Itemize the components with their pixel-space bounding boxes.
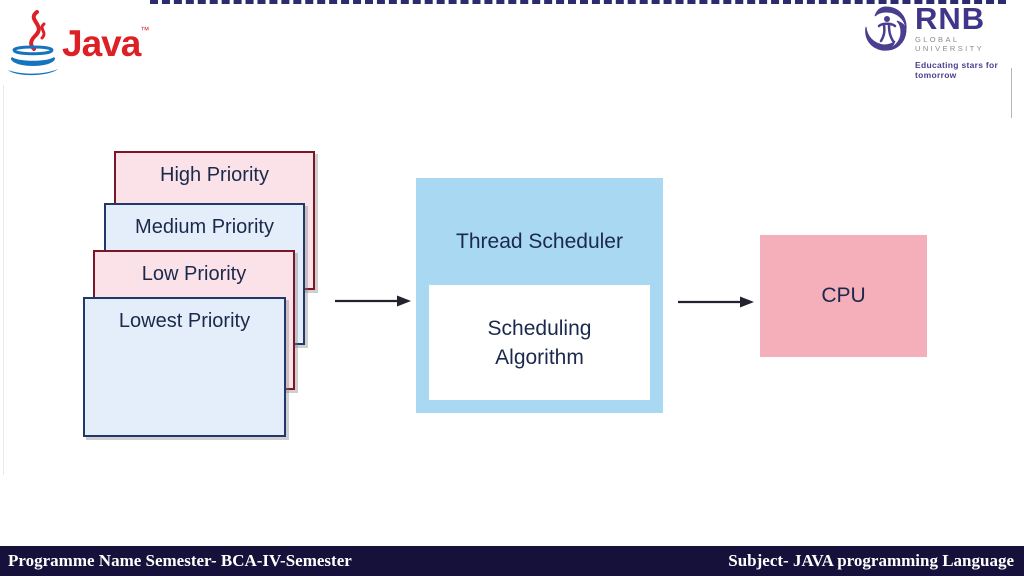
rnb-name: RNB: [915, 1, 986, 36]
thread-scheduler-box: Thread Scheduler Scheduling Algorithm: [416, 178, 663, 413]
scheduling-algorithm-box: Scheduling Algorithm: [429, 285, 650, 400]
thread-scheduler-label: Thread Scheduler: [456, 230, 623, 253]
priority-box-medium-label: Medium Priority: [135, 216, 274, 238]
rnb-tagline: Educating stars for tomorrow: [915, 60, 999, 80]
logo-separator-line: [1011, 68, 1012, 118]
content-edge-line: [3, 85, 4, 475]
rnb-university-logo: RNB GLOBAL UNIVERSITY Educating stars fo…: [862, 1, 1020, 80]
arrow-stack-to-scheduler: [335, 295, 411, 307]
footer-programme-text: Programme Name Semester- BCA-IV-Semester: [8, 551, 352, 570]
footer-bar: Programme Name Semester- BCA-IV-Semester…: [0, 546, 1024, 576]
arrow-scheduler-to-cpu: [678, 296, 754, 308]
cpu-box: CPU: [760, 235, 927, 357]
rnb-emblem-icon: [862, 4, 910, 54]
rnb-text-block: RNB GLOBAL UNIVERSITY Educating stars fo…: [915, 1, 1020, 80]
java-logo: Java™: [4, 10, 149, 76]
priority-box-lowest: Lowest Priority: [83, 297, 286, 437]
java-wordmark: Java™: [62, 23, 149, 64]
trademark-symbol: ™: [140, 25, 149, 35]
rnb-subtitle: GLOBAL UNIVERSITY: [915, 35, 985, 53]
priority-box-high-label: High Priority: [160, 164, 269, 186]
cpu-label: CPU: [821, 284, 866, 307]
top-dashed-border: [150, 0, 1006, 4]
priority-box-lowest-label: Lowest Priority: [118, 310, 251, 332]
footer-subject-text: Subject- JAVA programming Language: [728, 551, 1014, 570]
java-coffee-cup-icon: [4, 10, 60, 76]
priority-box-low-label: Low Priority: [141, 263, 247, 285]
